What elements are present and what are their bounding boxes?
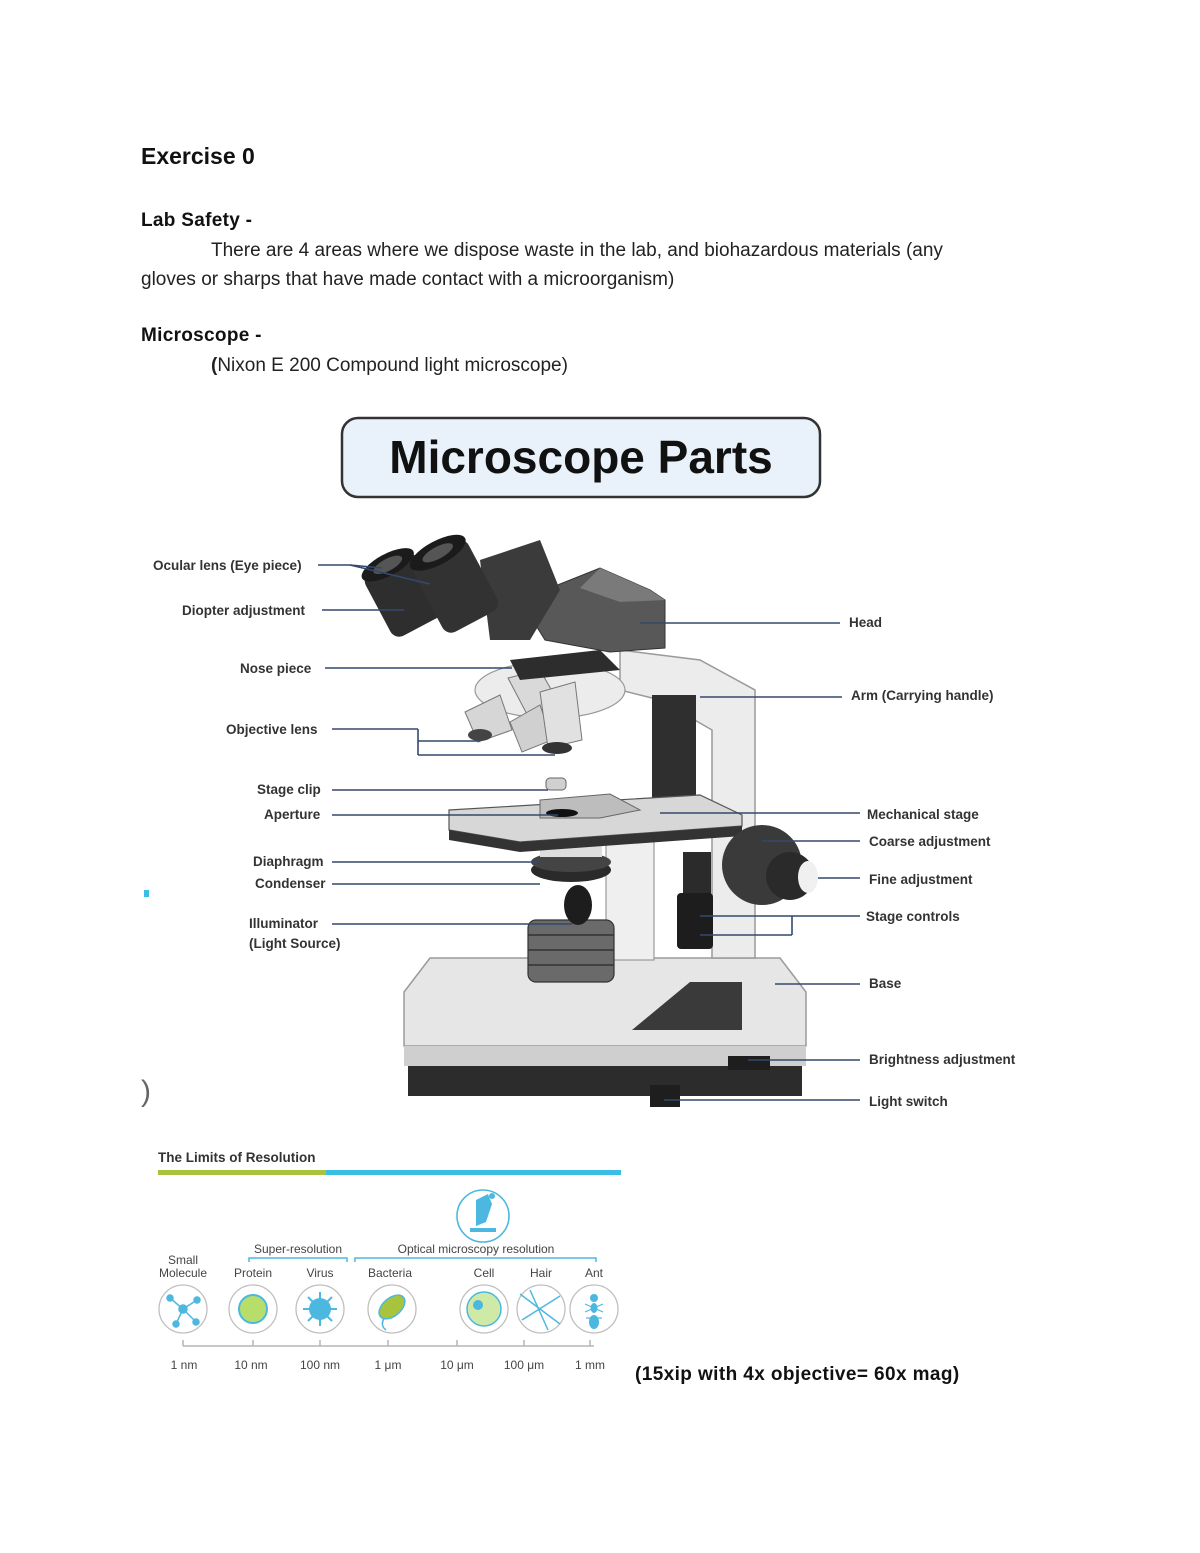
resolution-title: The Limits of Resolution (158, 1150, 316, 1165)
label-diopter-adjustment: Diopter adjustment (182, 603, 306, 618)
resolution-bar-green (158, 1170, 326, 1175)
microscope-note-paren: ( (211, 355, 218, 376)
label-base: Base (869, 976, 902, 991)
resolution-bar-blue (326, 1170, 621, 1175)
item-name-virus: Virus (306, 1266, 333, 1280)
label-stage-clip: Stage clip (257, 782, 321, 797)
item-name-protein: Protein (234, 1266, 272, 1280)
light-switch-shape (650, 1085, 680, 1107)
label-light-switch: Light switch (869, 1094, 948, 1109)
scale-10um: 10 μm (440, 1358, 474, 1372)
label-nose-piece: Nose piece (240, 661, 312, 676)
label-ocular-lens: Ocular lens (Eye piece) (153, 558, 302, 573)
stray-paren-mark: ) (141, 1075, 151, 1108)
scale-1mm: 1 mm (575, 1358, 605, 1372)
page-title: Exercise 0 (141, 143, 255, 169)
scale-100nm: 100 nm (300, 1358, 340, 1372)
item-name-molecule: Molecule (159, 1266, 207, 1280)
scale-10nm: 10 nm (234, 1358, 267, 1372)
label-coarse-adjustment: Coarse adjustment (869, 834, 991, 849)
label-light-source: (Light Source) (249, 936, 341, 951)
optical-resolution-label: Optical microscopy resolution (398, 1242, 555, 1256)
figure-title-box (340, 416, 822, 499)
microscope-illustration (361, 534, 818, 1107)
label-illuminator: Illuminator (249, 916, 319, 931)
scale-1um: 1 μm (375, 1358, 402, 1372)
label-aperture: Aperture (264, 807, 321, 822)
lab-safety-heading: Lab Safety - (141, 210, 253, 231)
microscope-note-text: Nixon E 200 Compound light microscope) (217, 355, 568, 376)
label-fine-adjustment: Fine adjustment (869, 872, 973, 887)
scale-100um: 100 μm (504, 1358, 544, 1372)
brightness-dial-shape (728, 1056, 770, 1070)
label-condenser: Condenser (255, 876, 326, 891)
scale-1nm: 1 nm (171, 1358, 198, 1372)
item-name-small: Small (168, 1253, 198, 1267)
resolution-figure: The Limits of Resolution Super-resolutio… (158, 1150, 621, 1372)
item-name-ant: Ant (585, 1266, 604, 1280)
figure-title: Microscope Parts (389, 431, 772, 483)
lab-safety-text-line1: There are 4 areas where we dispose waste… (211, 240, 943, 261)
microscope-heading: Microscope - (141, 325, 262, 346)
label-stage-controls: Stage controls (866, 909, 960, 924)
label-diaphragm: Diaphragm (253, 854, 324, 869)
item-name-hair: Hair (530, 1266, 552, 1280)
right-leader-lines (640, 622, 860, 1101)
lab-safety-text-line2: gloves or sharps that have made contact … (141, 269, 675, 290)
item-name-bacteria: Bacteria (368, 1266, 412, 1280)
super-resolution-label: Super-resolution (254, 1242, 342, 1256)
magnification-note: (15xip with 4x objective= 60x mag) (635, 1364, 960, 1385)
label-objective-lens: Objective lens (226, 722, 318, 737)
left-leader-lines (318, 564, 572, 925)
stray-blue-mark (144, 890, 149, 897)
label-arm: Arm (Carrying handle) (851, 688, 994, 703)
item-name-cell: Cell (474, 1266, 495, 1280)
microscope-note: (Nixon E 200 Compound light microscope) (211, 351, 568, 380)
label-brightness-adjustment: Brightness adjustment (869, 1052, 1016, 1067)
label-head: Head (849, 615, 882, 630)
label-mechanical-stage: Mechanical stage (867, 807, 979, 822)
